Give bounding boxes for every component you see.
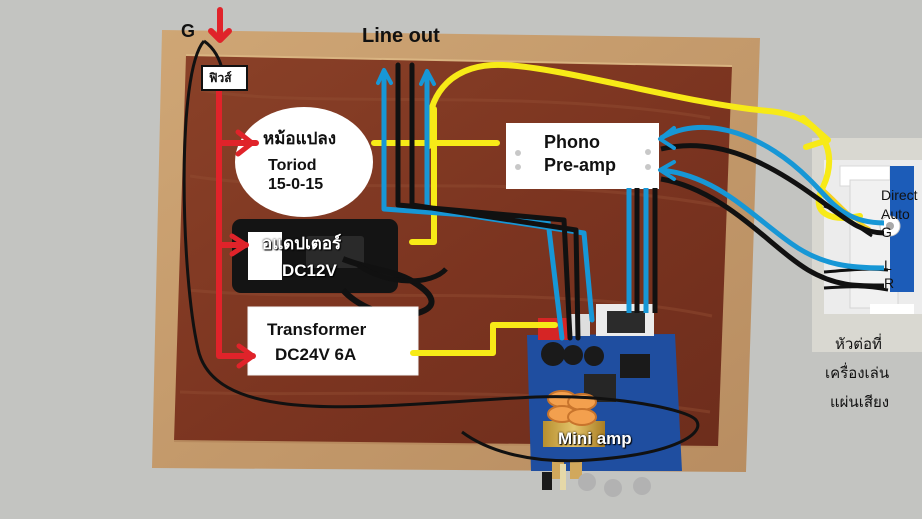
- psu-rating-label: DC24V 6A: [275, 345, 357, 364]
- psu-title-label: Transformer: [267, 320, 367, 339]
- turntable-terminal-block: [823, 160, 922, 314]
- transformer-thai-label: หม้อแปลง: [263, 129, 337, 148]
- phono-title-label: Phono: [544, 132, 600, 152]
- terminal-g-label: G: [881, 224, 892, 240]
- fuse-label-box: [201, 65, 248, 91]
- adapter-thai-label: อแดปเตอร์: [262, 234, 342, 253]
- line-out-label: Line out: [362, 25, 440, 47]
- player-connector-label-line3: แผ่นเสียง: [830, 394, 890, 411]
- player-connector-label-line2: เครื่องเล่น: [825, 365, 890, 382]
- wiring-annotations: [182, 7, 885, 463]
- psu-module: [247, 306, 419, 376]
- terminal-l-label: L: [884, 257, 892, 273]
- terminal-r-label: R: [884, 275, 895, 291]
- phono-subtitle-label: Pre-amp: [544, 155, 617, 175]
- phono-preamp-board: [506, 123, 659, 189]
- player-connector-label-line1: หัวต่อที่: [835, 336, 882, 353]
- transformer-type-label: Toriod: [268, 157, 317, 174]
- adapter-voltage-label: DC12V: [282, 261, 337, 280]
- ground-label: G: [181, 21, 196, 41]
- fuse-label: ฟิวส์: [209, 71, 232, 85]
- toroid-transformer: [235, 107, 373, 217]
- terminal-auto-label: Auto: [881, 206, 910, 222]
- mini-amp-board: [527, 304, 682, 497]
- transformer-voltage-label: 15-0-15: [268, 176, 324, 193]
- terminal-direct-label: Direct: [881, 187, 918, 203]
- mini-amp-label: Mini amp: [558, 429, 632, 448]
